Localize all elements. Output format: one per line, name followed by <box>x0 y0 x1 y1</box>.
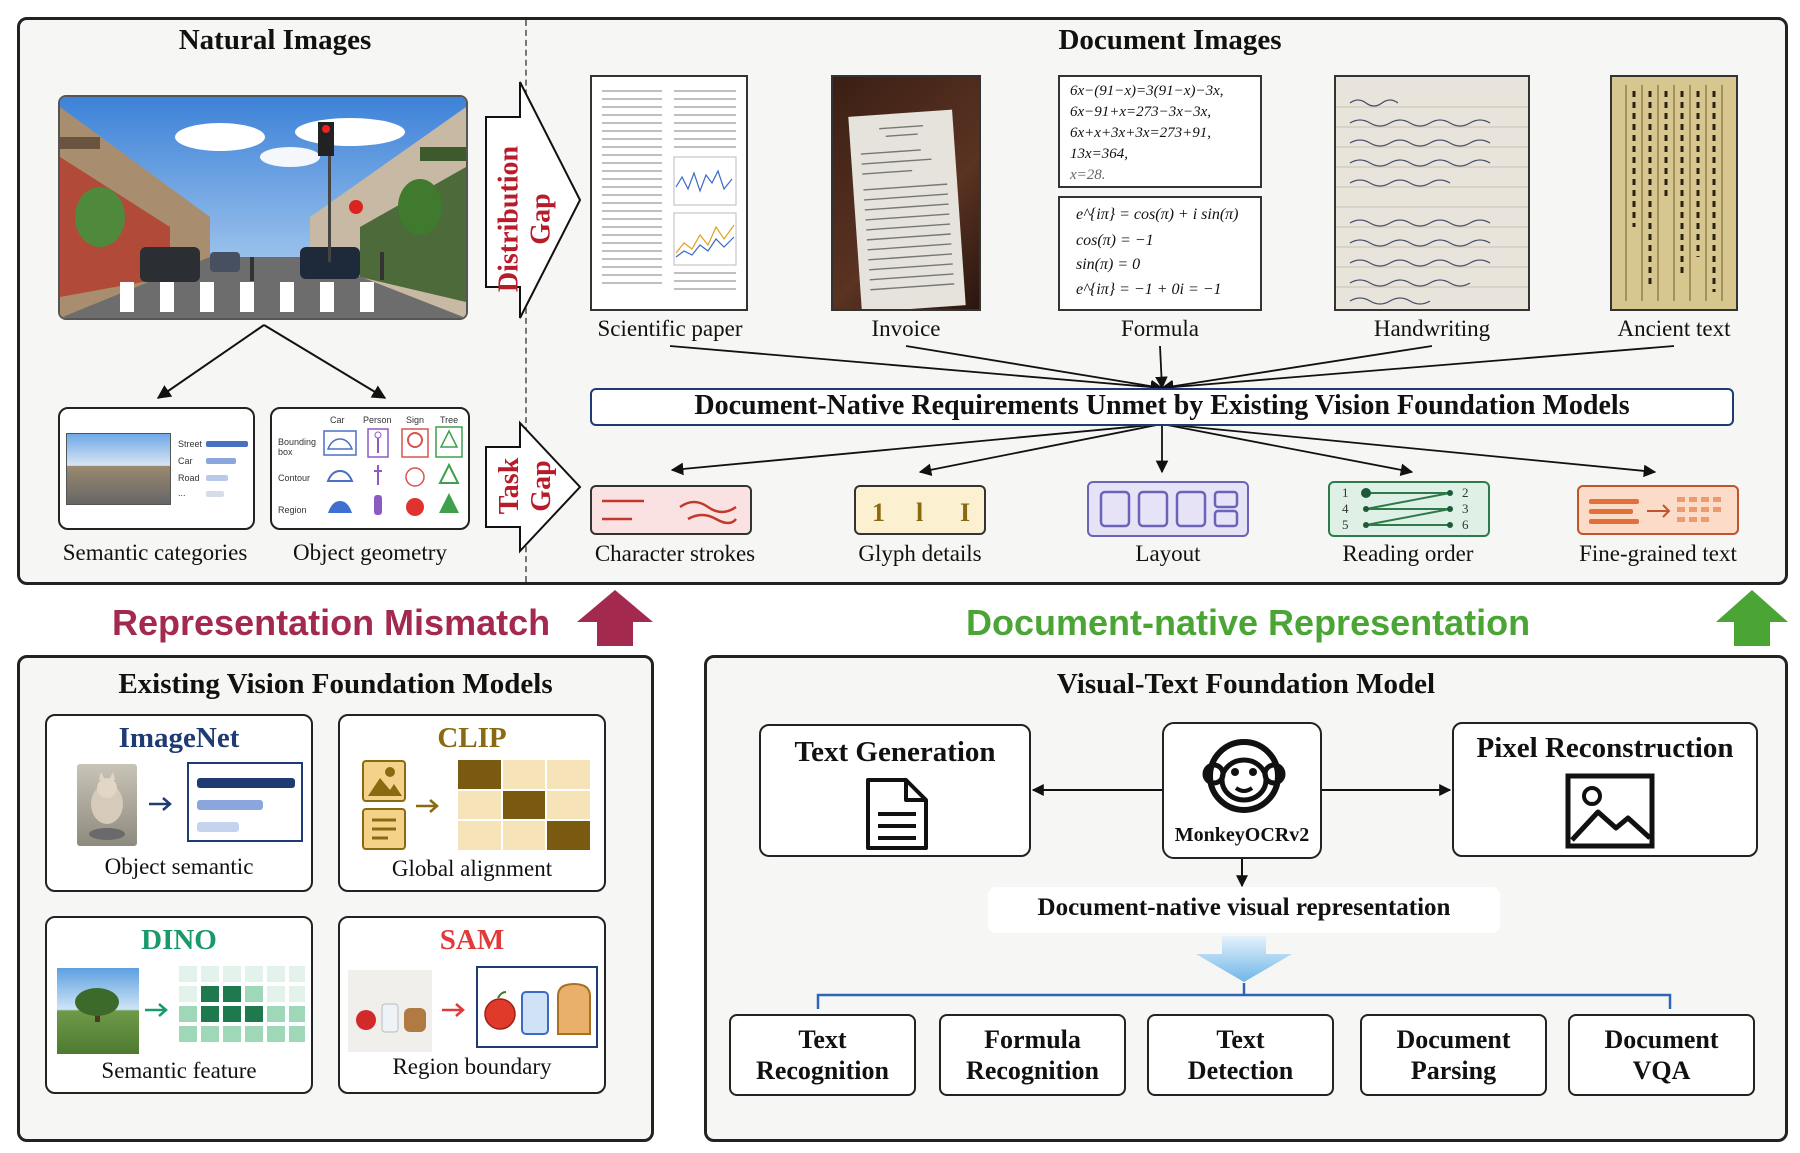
formula-box-b: e^{iπ} = cos(π) + i sin(π) cos(π) = −1 s… <box>1058 196 1262 311</box>
formula-box-a: 6x−(91−x)=3(91−x)−3x, 6x−91+x=273−3x−3x,… <box>1058 75 1262 188</box>
ancient-text-thumb <box>1610 75 1738 311</box>
text-generation-box: Text Generation <box>759 724 1031 857</box>
visual-text-model-title: Visual-Text Foundation Model <box>1056 668 1436 700</box>
monkeyocr-model-box: MonkeyOCRv2 <box>1162 722 1322 859</box>
mismatch-up-arrow <box>577 590 653 646</box>
req-label-glyph-details: Glyph details <box>858 541 982 566</box>
clip-image-icon <box>362 760 406 802</box>
bar-road <box>206 475 228 481</box>
food-photo <box>348 970 432 1052</box>
req-label-character-strokes: Character strokes <box>594 541 756 566</box>
svg-text:l: l <box>916 498 923 527</box>
glyph-details-box: 1 l I <box>854 485 986 535</box>
bar-street <box>206 441 248 447</box>
clip-arrow <box>416 799 439 813</box>
existing-models-title: Existing Vision Foundation Models <box>118 668 553 700</box>
clip-text-icon <box>362 808 406 850</box>
bar-more <box>206 491 224 497</box>
clip-matrix <box>458 760 590 850</box>
imagenet-arrow <box>149 797 172 811</box>
req-label-layout: Layout <box>1135 541 1201 566</box>
character-strokes-box <box>590 485 752 535</box>
bar-car <box>206 458 236 464</box>
sam-arrow <box>442 1003 465 1017</box>
dino-grid <box>179 966 305 1042</box>
representation-down-arrow <box>1196 936 1292 982</box>
pixel-reconstruction-box: Pixel Reconstruction <box>1452 722 1758 857</box>
landscape-photo <box>57 968 139 1054</box>
document-native-representation-label: Document-native Representation <box>966 602 1531 643</box>
semantic-categories-label: Semantic categories <box>62 540 248 565</box>
clip-card: CLIP Global alignment <box>338 714 606 892</box>
svg-text:1: 1 <box>872 498 885 527</box>
req-label-fine-grained-text: Fine-grained text <box>1579 541 1737 566</box>
representation-mismatch-label: Representation Mismatch <box>112 602 551 643</box>
doc-label-scientific-paper: Scientific paper <box>597 316 743 341</box>
fine-grained-text-box <box>1577 485 1739 535</box>
geometry-icons <box>323 426 463 516</box>
req-label-reading-order: Reading order <box>1342 541 1474 566</box>
gap-arrows <box>485 81 582 554</box>
representation-box <box>988 887 1500 933</box>
monkey-icon <box>1202 739 1286 813</box>
invoice-photo <box>831 75 981 311</box>
street-scene-image <box>58 95 468 320</box>
object-geometry-label: Object geometry <box>293 540 447 565</box>
dino-card: DINO Semantic feature <box>45 916 313 1094</box>
image-icon <box>1565 773 1655 849</box>
doc-label-handwriting: Handwriting <box>1373 316 1491 341</box>
requirements-banner <box>590 388 1734 426</box>
mini-street-image <box>66 433 171 505</box>
object-geometry-card: Car Person Sign Tree Bounding box Contou… <box>270 407 470 530</box>
scene-split-arrows <box>156 324 387 399</box>
semantic-categories-card: Street Car Road ... <box>58 407 255 530</box>
monkeyocr-label: MonkeyOCRv2 <box>1174 824 1310 846</box>
requirement-arrows <box>669 345 1675 478</box>
dino-arrow <box>145 1003 168 1017</box>
imagenet-output <box>187 762 303 842</box>
native-up-arrow <box>1716 590 1788 646</box>
layout-box <box>1087 481 1249 537</box>
representation-label: Document-native visual representation <box>1037 894 1451 921</box>
natural-images-title: Natural Images <box>178 24 372 56</box>
cat-photo <box>77 764 137 846</box>
svg-text:I: I <box>960 498 970 527</box>
imagenet-card: ImageNet Object semantic <box>45 714 313 892</box>
scientific-paper-thumb <box>590 75 748 311</box>
sam-output <box>476 966 598 1048</box>
doc-label-formula: Formula <box>1121 316 1199 341</box>
reading-order-box: 1 2 4 3 5 6 <box>1328 481 1490 537</box>
receipt-paper <box>848 109 966 309</box>
requirements-title: Document-Native Requirements Unmet by Ex… <box>694 390 1630 421</box>
doc-label-invoice: Invoice <box>871 316 941 341</box>
doc-label-ancient-text: Ancient text <box>1617 316 1731 341</box>
document-images-title: Document Images <box>1058 24 1282 56</box>
handwriting-thumb <box>1334 75 1530 311</box>
sam-card: SAM Region boundary <box>338 916 606 1094</box>
document-icon <box>866 778 928 850</box>
